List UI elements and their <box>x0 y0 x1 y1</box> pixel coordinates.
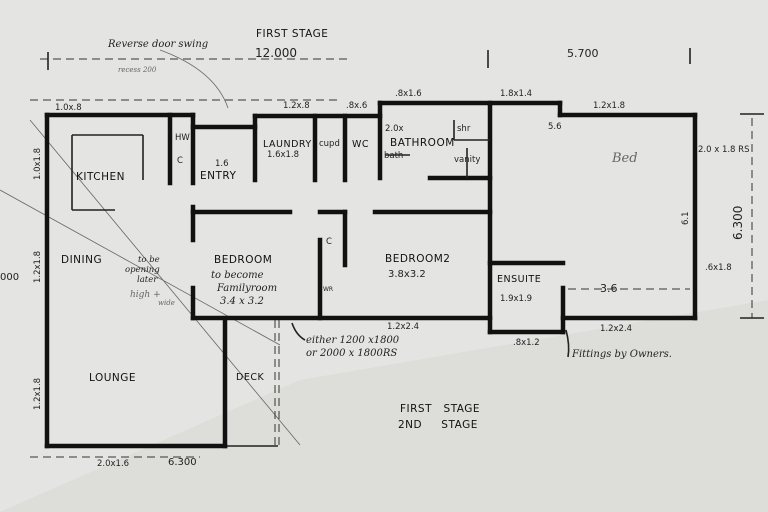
left-partial-dim: 000 <box>0 272 19 283</box>
room-dining: DINING <box>61 254 102 266</box>
room-vanity: vanity <box>454 155 480 165</box>
opening-note-1: to be <box>138 255 160 265</box>
win-bed-top-dim: 1.2x1.8 <box>593 101 625 111</box>
opening-note-2: opening <box>125 265 160 275</box>
bed-depth-dim: 6.1 <box>681 211 691 225</box>
either-note-2: or 2000 x 1800RS <box>306 348 397 359</box>
bedroom-note-2: Familyroom <box>216 283 277 294</box>
room-laundry: LAUNDRY <box>263 139 312 150</box>
room-bathroom: BATHROOM <box>390 137 455 149</box>
room-ensuite: ENSUITE <box>497 274 541 285</box>
entry-dim: 1.6 <box>215 159 229 169</box>
fittings-leader <box>565 329 570 358</box>
reverse-door-arrow <box>159 49 229 109</box>
overall-depth-dim: 6.300 <box>731 206 745 240</box>
room-shr: shr <box>457 124 471 134</box>
room-bedroom2: BEDROOM2 <box>385 253 451 265</box>
win-lounge-bottom-dim: 2.0x1.6 <box>97 459 129 469</box>
win-kitchen-dim: 1.0x.8 <box>55 103 82 113</box>
win-bed-bottom-dim: 1.2x2.4 <box>600 324 632 334</box>
opening-note-3: later <box>137 275 158 285</box>
win-bath-dim: .8x1.6 <box>395 89 422 99</box>
recess-note: recess 200 <box>118 66 157 74</box>
right-section-dim: 5.700 <box>567 47 599 60</box>
legend-second-stage: 2ND STAGE <box>398 419 478 431</box>
win-bed-right-dim: .6x1.8 <box>705 263 732 273</box>
room-bedroom: BEDROOM <box>214 254 272 266</box>
top-stage-label: FIRST STAGE <box>256 28 328 40</box>
bed-pencil-note: Bed <box>611 151 638 166</box>
opening-note-5: wide <box>158 299 175 307</box>
room-wr: WR <box>323 286 333 293</box>
room-cupd: cupd <box>319 139 340 149</box>
win-bed2-dim: 1.2x2.4 <box>387 322 419 332</box>
win-wc-dim: .8x.6 <box>346 101 367 111</box>
ensuite-size: 1.9x1.9 <box>500 294 532 304</box>
room-lounge: LOUNGE <box>89 372 136 384</box>
bottom-length-dim: 6.300 <box>168 457 197 468</box>
win-ensuite-dim: .8x1.2 <box>513 338 540 348</box>
room-c: C <box>177 156 183 166</box>
paper-shadow <box>0 300 768 512</box>
reverse-door-note: Reverse door swing <box>107 39 208 50</box>
room-entry: ENTRY <box>200 170 237 182</box>
bedroom-size: 3.4 x 3.2 <box>220 296 264 307</box>
win-kitchen-side-dim: 1.0x1.8 <box>33 148 43 180</box>
door-bed-right-dim: 2.0 x 1.8 RS <box>698 145 749 155</box>
exterior-walls <box>44 100 698 449</box>
bedroom-note-1: to become <box>211 270 264 281</box>
legend-first-stage: FIRST STAGE <box>400 403 480 415</box>
either-leader <box>291 322 306 341</box>
win-laundry-dim: 1.2x.8 <box>283 101 310 111</box>
room-deck: DECK <box>236 372 264 383</box>
laundry-size: 1.6x1.8 <box>267 150 299 160</box>
win-bath2-dim: 1.8x1.4 <box>500 89 532 99</box>
interior-walls <box>71 100 566 449</box>
bedroom2-size: 3.8x3.2 <box>388 269 426 280</box>
fittings-note: Fittings by Owners. <box>571 349 672 360</box>
win-dining-dim: 1.2x1.8 <box>33 251 43 283</box>
overall-length-dim: 12.000 <box>255 46 297 60</box>
room-closet-c: C <box>326 237 332 247</box>
opening-note-4: high + <box>130 290 161 300</box>
win-lounge-side-dim: 1.2x1.8 <box>33 378 43 410</box>
step-dim: 5.6 <box>548 122 562 132</box>
room-kitchen: KITCHEN <box>76 171 125 183</box>
room-wc: WC <box>352 139 369 150</box>
either-note-1: either 1200 x1800 <box>306 335 400 346</box>
room-bath: bath <box>384 151 403 161</box>
bath-dim: 2.0x <box>385 124 404 134</box>
room-hw: HW <box>175 133 190 143</box>
